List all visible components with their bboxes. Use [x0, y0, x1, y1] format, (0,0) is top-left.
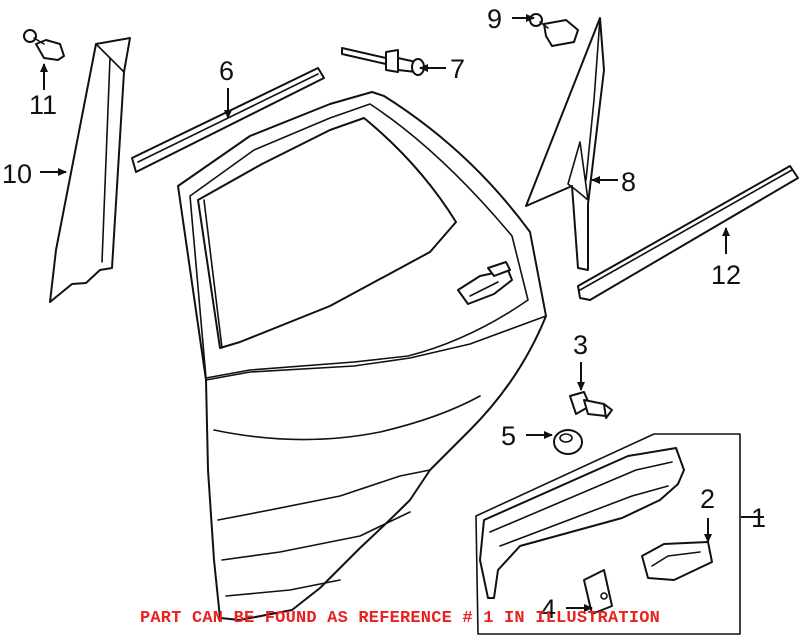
grommet-5	[553, 429, 583, 455]
callout-2: 2	[700, 484, 715, 514]
callout-labels: 1 2 3 4 5 6 7 8 9 10 11 12	[2, 4, 766, 624]
callout-3: 3	[573, 330, 588, 360]
callout-5: 5	[501, 421, 516, 451]
quarter-window-trim	[525, 17, 605, 271]
callout-8: 8	[621, 167, 636, 197]
callout-4: 4	[541, 594, 556, 624]
lower-window-molding	[577, 165, 799, 301]
callout-12: 12	[711, 260, 741, 290]
callout-10: 10	[2, 159, 32, 189]
callout-1: 1	[751, 503, 766, 533]
callout-9: 9	[487, 4, 502, 34]
callout-7: 7	[450, 54, 465, 84]
part-1-box	[475, 433, 741, 635]
rivet-7	[341, 47, 425, 76]
callout-6: 6	[219, 56, 234, 86]
reference-note: PART CAN BE FOUND AS REFERENCE # 1 IN IL…	[139, 609, 661, 628]
b-pillar-trim	[49, 37, 131, 303]
callout-11: 11	[29, 90, 57, 120]
leader-lines	[40, 14, 764, 612]
clip-9	[529, 13, 579, 47]
rear-door	[177, 91, 547, 621]
bolt-3	[569, 391, 613, 419]
clip-11	[23, 29, 65, 61]
